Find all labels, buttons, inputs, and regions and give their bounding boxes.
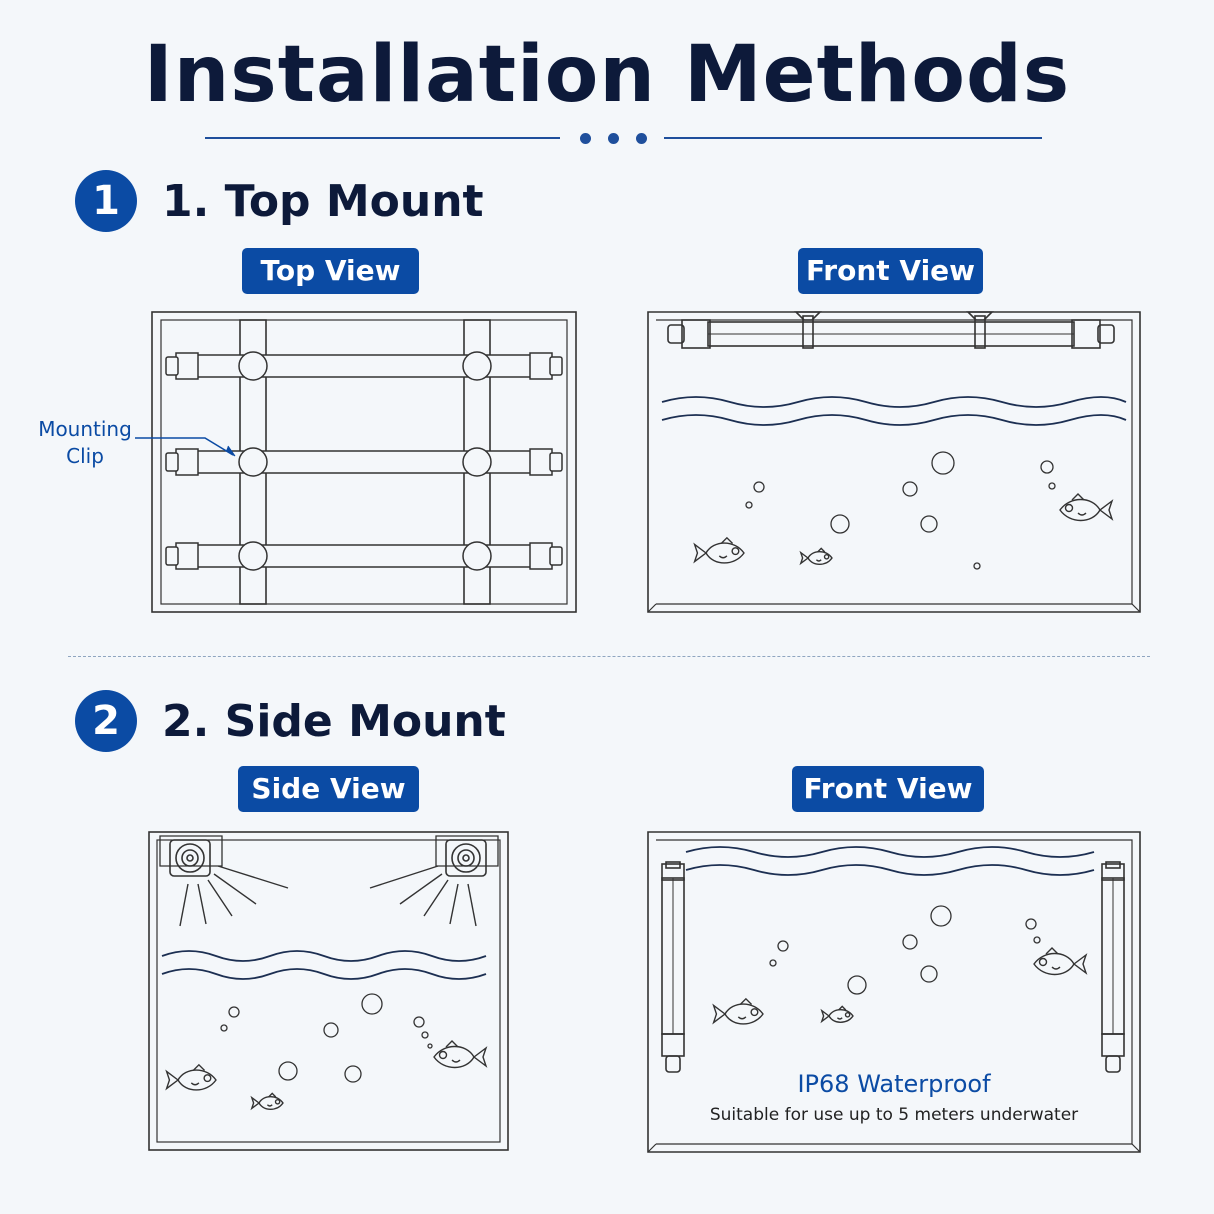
- title-divider-left: [205, 137, 560, 139]
- page-title: Installation Methods: [143, 30, 1071, 120]
- ip68-feature-text: Suitable for use up to 5 meters underwat…: [709, 1105, 1079, 1125]
- divider-dot: [608, 133, 619, 144]
- view-label-front-view: Front View: [792, 766, 984, 812]
- section-title-side-mount: 2. Side Mount: [162, 696, 506, 747]
- divider-dot: [636, 133, 647, 144]
- mounting-clip-callout: Mounting Clip: [38, 417, 132, 468]
- section-separator: [68, 656, 1150, 657]
- title-divider-right: [664, 137, 1042, 139]
- divider-dot: [580, 133, 591, 144]
- section-number-badge: 1: [75, 170, 137, 232]
- section-title-top-mount: 1. Top Mount: [162, 176, 484, 227]
- view-label-top-view: Top View: [242, 248, 419, 294]
- ip68-feature-title: IP68 Waterproof: [797, 1070, 991, 1098]
- view-label-front-view: Front View: [798, 248, 983, 294]
- section-number-badge: 2: [75, 690, 137, 752]
- view-label-side-view: Side View: [238, 766, 419, 812]
